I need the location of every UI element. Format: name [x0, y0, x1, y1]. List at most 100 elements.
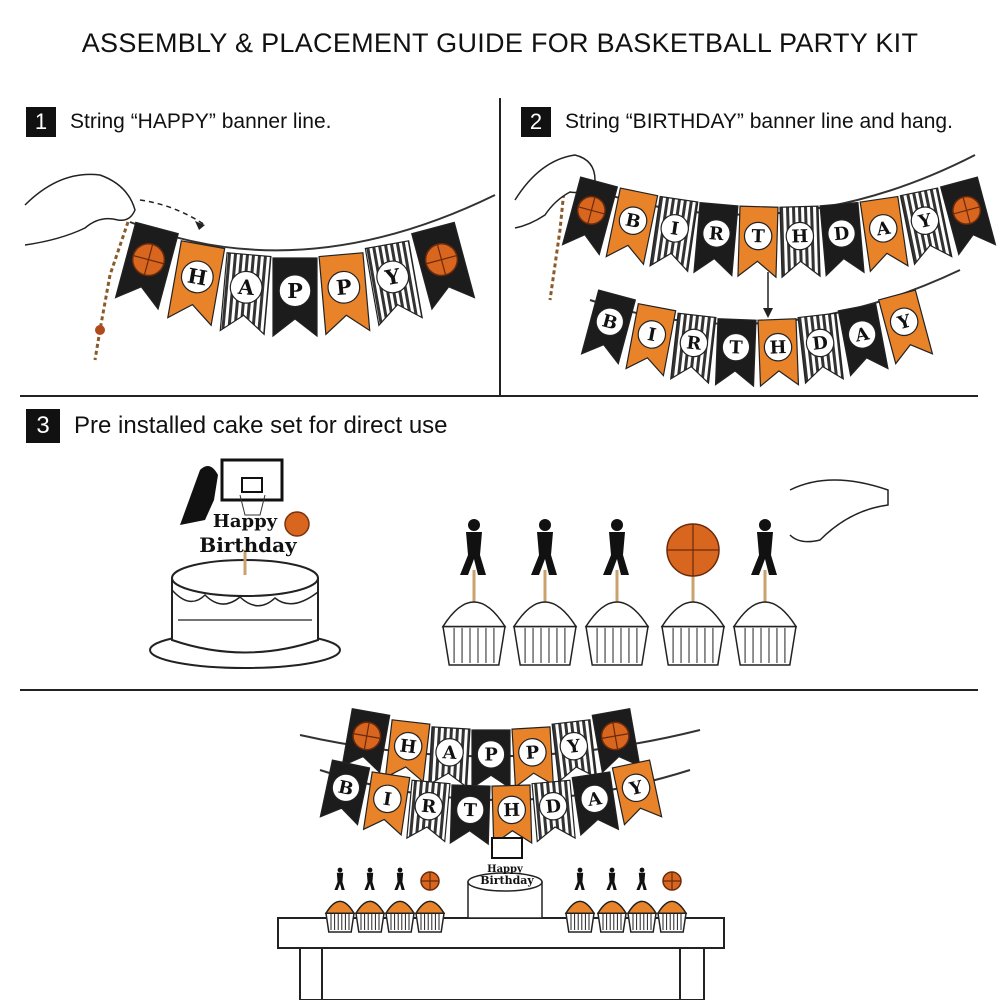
- final-happy-flag-1: H: [384, 719, 431, 784]
- final-topper-player-5: [606, 867, 617, 890]
- final-topper-player-6: [636, 867, 647, 890]
- final-bday-pennant-3-letter: T: [463, 800, 478, 821]
- final-topper-player-4-head: [577, 867, 583, 873]
- happy-flags-pennant-5-letter: Y: [382, 264, 402, 290]
- bday-flags-lower-flag-2: R: [669, 312, 717, 385]
- mini-topper-line-1: Happy: [487, 864, 524, 875]
- final-happy-pennant-0-ball-icon-seam: [363, 722, 370, 750]
- happy-flags-flag-3: P: [272, 257, 318, 338]
- bday-flags-upper-pennant-8-letter: Y: [916, 210, 934, 233]
- cake-frosting: [171, 589, 319, 607]
- final-bday-flag-7: Y: [611, 759, 663, 826]
- bday-flags-upper-pennant-3-letter: R: [708, 223, 725, 245]
- hand-icon: [24, 173, 136, 246]
- bday-flags-upper-pennant-3-circle: [702, 219, 731, 248]
- bday-flags-lower-pennant-2-letter: R: [685, 332, 702, 355]
- step-1-text: String “HAPPY” banner line.: [70, 110, 332, 133]
- bday-flags-lower-pennant-3-letter: T: [729, 337, 744, 359]
- final-happy-flag-0: [341, 708, 391, 774]
- final-bday-flag-6: A: [571, 771, 620, 837]
- bday-flags-upper-pennant-0-ball-icon-seam: [587, 197, 596, 224]
- final-cupcake-2-wrapper: [385, 912, 415, 933]
- final-happy-pennant-3-letter: P: [484, 745, 497, 766]
- bday-flags-lower-flag-7: Y: [877, 289, 934, 365]
- basketball-icon: [284, 511, 310, 537]
- final-happy-pennant-1-letter: H: [399, 735, 418, 758]
- bday-flags-upper-pennant-9-ball-icon-seam: [962, 197, 971, 224]
- bday-flags-upper-pennant-1-letter: B: [623, 210, 642, 234]
- happy-flags-pennant-1-circle: [180, 260, 214, 294]
- cupcake-row: [441, 519, 798, 666]
- topper-line-2: Birthday: [199, 533, 298, 557]
- happy-flags-pennant-0-ball-icon-seam: [143, 244, 154, 276]
- bday-flags-upper-pennant-8-circle: [910, 206, 940, 235]
- bday-flags-lower-flag-6: A: [837, 303, 889, 377]
- final-bday-pennant-5-letter: D: [545, 796, 562, 818]
- final-bday-pennant-3-circle: [455, 795, 485, 825]
- bday-flags-upper-pennant-2-letter: I: [669, 218, 680, 240]
- cupcake-topper-player-2: [603, 519, 629, 575]
- cupcake-3-wrapper: [661, 625, 725, 666]
- happy-flags-pennant-1-letter: H: [186, 264, 209, 291]
- cupcake-topper-player-2-head: [611, 519, 623, 531]
- cupcake-topper-player-0-body: [460, 532, 486, 575]
- final-topper-player-4-body: [574, 872, 585, 890]
- final-topper-player-1: [364, 867, 375, 890]
- final-cupcake-0-frosting: [324, 900, 356, 915]
- bday-flags-upper-pennant-1-circle: [618, 206, 648, 235]
- bday-flags-upper-flag-3: R: [693, 201, 739, 277]
- happy-flags-pennant-5-circle: [376, 260, 410, 294]
- final-bday-pennant-4-circle: [497, 795, 527, 825]
- cupcake-2-wrapper: [585, 625, 649, 666]
- bday-flags-upper-flag-1: B: [605, 187, 659, 266]
- string-knot: [95, 325, 105, 335]
- arrow-head: [195, 221, 205, 230]
- bday-flags-lower-pennant-7-letter: Y: [895, 311, 914, 335]
- bday-flags-lower-pennant-7-circle: [889, 307, 919, 337]
- cupcake-topper-player-2-body: [603, 532, 629, 575]
- final-topper-player-4: [574, 867, 585, 890]
- final-bday-pennant-0-circle: [331, 773, 361, 803]
- bday-flags-lower-flag-0: B: [580, 289, 637, 365]
- cupcake-0-wrapper: [442, 625, 506, 666]
- final-cupcake-6: [626, 900, 658, 933]
- bday-flags-lower-pennant-0-letter: B: [600, 310, 620, 334]
- happy-flags-flag-5: Y: [364, 240, 424, 327]
- cupcake-topper-player-4-body: [751, 532, 777, 575]
- bday-flags-upper-pennant-2-circle: [660, 214, 690, 243]
- cupcake-4: [732, 601, 798, 666]
- page-title: ASSEMBLY & PLACEMENT GUIDE FOR BASKETBAL…: [81, 28, 919, 58]
- step-3-text: Pre installed cake set for direct use: [74, 412, 448, 439]
- happy-flags-pennant-3-circle: [278, 274, 312, 308]
- final-cupcake-1-wrapper: [355, 912, 385, 933]
- bday-flags-upper-flag-8: Y: [899, 187, 953, 266]
- bday-flags-lower-flag-1: I: [625, 303, 677, 377]
- final-bday-pennant-0-letter: B: [336, 777, 355, 801]
- final-cupcake-3-frosting: [414, 900, 446, 915]
- final-topper-player-6-head: [639, 867, 645, 873]
- final-happy-flag-6: [591, 708, 641, 774]
- bday-flags-lower-flag-5: D: [797, 312, 845, 385]
- mini-hoop: [491, 837, 523, 859]
- final-cupcake-1-frosting: [354, 900, 386, 915]
- bday-flags-lower-pennant-6-letter: A: [853, 323, 872, 346]
- final-happy-pennant-5-circle: [559, 731, 589, 761]
- bday-flags-lower-pennant-1-letter: I: [646, 324, 658, 346]
- final-happy-pennant-6-ball-icon-seam: [612, 722, 619, 750]
- final-topper-player-1-head: [367, 867, 373, 873]
- final-cupcake-3-wrapper: [415, 912, 445, 933]
- final-bday-pennant-6-letter: A: [585, 788, 603, 811]
- down-arrow-head: [763, 308, 773, 318]
- final-bday-flag-0: B: [319, 759, 371, 826]
- final-happy-pennant-5-letter: Y: [565, 736, 581, 758]
- panel-3-illustration: Happy Birthday: [149, 458, 889, 669]
- final-bday-flag-4: H: [491, 784, 533, 846]
- bday-flags-upper-pennant-7-circle: [868, 214, 898, 243]
- topper-line-1: Happy: [213, 511, 278, 532]
- step-1-label: 1 String “HAPPY” banner line.: [26, 107, 331, 137]
